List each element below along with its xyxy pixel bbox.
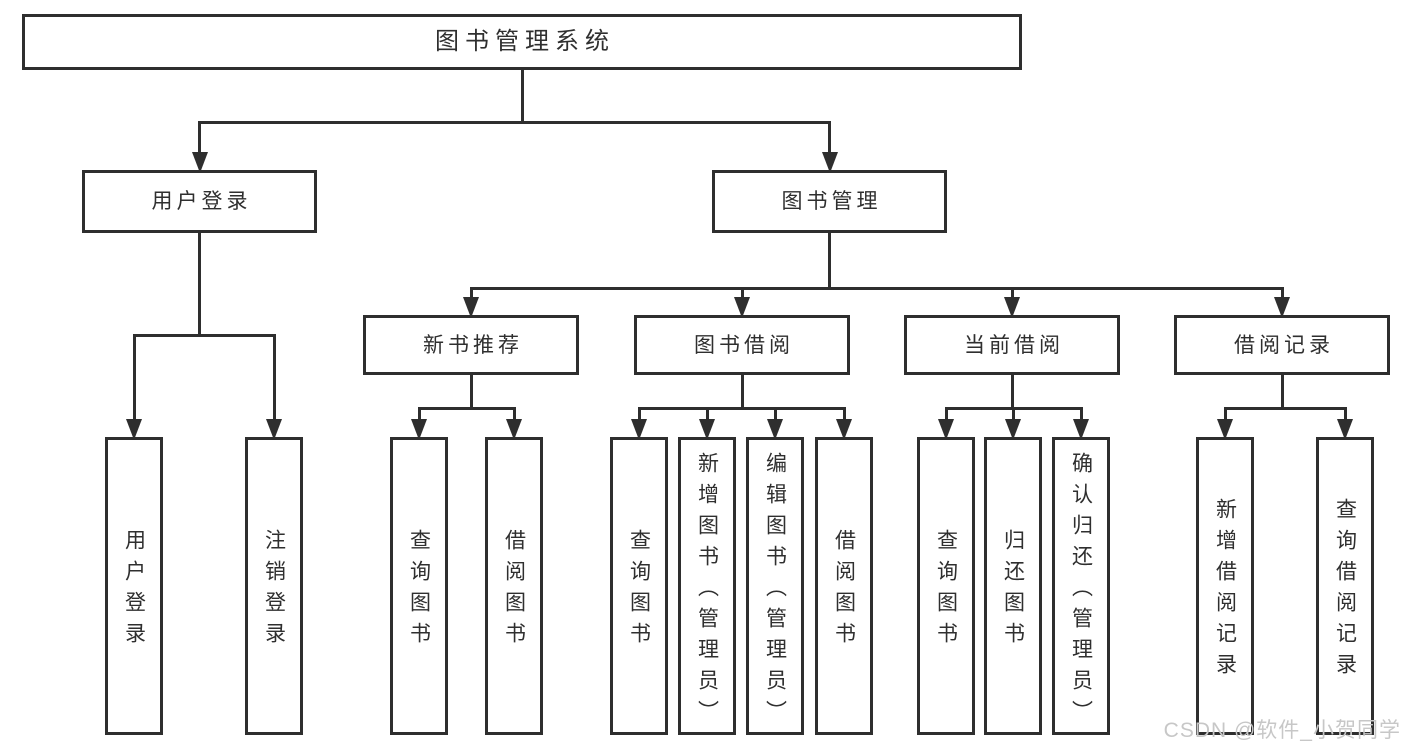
- node-a1: 用户登录: [105, 437, 163, 735]
- node-c3: 编辑图书（管理员）: [746, 437, 804, 735]
- node-d3: 确认归还（管理员）: [1052, 437, 1110, 735]
- edge-stem-records: [1280, 373, 1284, 410]
- arrow-down-icon: [836, 419, 852, 440]
- node-label-d3: 确认归还（管理员）: [1069, 451, 1093, 731]
- node-label-e1: 新增借阅记录: [1213, 498, 1237, 684]
- csdn-watermark: CSDN @软件_小贺同学: [1163, 719, 1401, 742]
- node-label-b2: 借阅图书: [502, 529, 526, 653]
- node-c2: 新增图书（管理员）: [678, 437, 736, 735]
- node-label-d1: 查询图书: [934, 529, 958, 653]
- node-rec: 新书推荐: [363, 315, 579, 375]
- node-records: 借阅记录: [1174, 315, 1390, 375]
- node-mgmt: 图书管理: [712, 170, 947, 233]
- node-label-a1: 用户登录: [122, 529, 146, 653]
- node-label-d2: 归还图书: [1001, 529, 1025, 653]
- node-label-b1: 查询图书: [407, 529, 431, 653]
- node-label-c4: 借阅图书: [832, 529, 856, 653]
- edge-drop-e1: [1223, 408, 1227, 423]
- edge-drop-c1: [637, 408, 641, 423]
- arrow-down-icon: [1073, 419, 1089, 440]
- node-root: 图书管理系统: [22, 14, 1022, 70]
- edge-drop-e2: [1343, 408, 1347, 423]
- edge-drop-records: [1280, 288, 1284, 301]
- arrow-down-icon: [463, 297, 479, 318]
- edge-drop-borrow: [740, 288, 744, 301]
- node-e1: 新增借阅记录: [1196, 437, 1254, 735]
- node-label-c3: 编辑图书（管理员）: [763, 451, 787, 731]
- edge-drop-rec: [469, 288, 473, 301]
- arrow-down-icon: [767, 419, 783, 440]
- edge-drop-b1: [417, 408, 421, 423]
- node-label-records: 借阅记录: [1234, 333, 1334, 357]
- node-label-c2: 新增图书（管理员）: [695, 451, 719, 731]
- node-e2: 查询借阅记录: [1316, 437, 1374, 735]
- edge-stem-borrow: [740, 373, 744, 410]
- arrow-down-icon: [1337, 419, 1353, 440]
- node-login: 用户登录: [82, 170, 317, 233]
- arrow-down-icon: [506, 419, 522, 440]
- arrow-down-icon: [734, 297, 750, 318]
- arrow-down-icon: [699, 419, 715, 440]
- arrow-down-icon: [1274, 297, 1290, 318]
- edge-drop-d1: [944, 408, 948, 423]
- arrow-down-icon: [938, 419, 954, 440]
- node-c1: 查询图书: [610, 437, 668, 735]
- arrow-down-icon: [1005, 419, 1021, 440]
- node-b2: 借阅图书: [485, 437, 543, 735]
- node-label-root: 图书管理系统: [435, 28, 615, 55]
- node-b1: 查询图书: [390, 437, 448, 735]
- edge-drop-d2: [1011, 408, 1015, 423]
- arrow-down-icon: [1004, 297, 1020, 318]
- edge-drop-c4: [842, 408, 846, 423]
- edge-rail-login: [132, 333, 276, 337]
- arrow-down-icon: [411, 419, 427, 440]
- arrow-down-icon: [126, 419, 142, 440]
- node-a2: 注销登录: [245, 437, 303, 735]
- node-d2: 归还图书: [984, 437, 1042, 735]
- edge-drop-current: [1010, 288, 1014, 301]
- node-borrow: 图书借阅: [634, 315, 850, 375]
- node-label-rec: 新书推荐: [423, 333, 523, 357]
- arrow-down-icon: [1217, 419, 1233, 440]
- node-label-borrow: 图书借阅: [694, 333, 794, 357]
- edge-stem-mgmt: [828, 231, 831, 290]
- edge-rail-borrow: [637, 406, 846, 410]
- edge-rail-records: [1223, 406, 1347, 410]
- node-label-mgmt: 图书管理: [781, 190, 882, 213]
- node-d1: 查询图书: [917, 437, 975, 735]
- edge-rail-rec: [417, 406, 516, 410]
- edge-drop-c3: [773, 408, 777, 423]
- node-label-current: 当前借阅: [964, 333, 1064, 357]
- arrow-down-icon: [821, 152, 838, 173]
- edge-drop-c2: [705, 408, 709, 423]
- edge-drop-login: [198, 122, 201, 156]
- node-label-c1: 查询图书: [627, 529, 651, 653]
- edge-stem-current: [1010, 373, 1014, 410]
- edge-drop-b2: [512, 408, 516, 423]
- edge-drop-a2: [272, 335, 276, 423]
- arrow-down-icon: [191, 152, 208, 173]
- edge-drop-mgmt: [828, 122, 831, 156]
- node-label-login: 用户登录: [151, 190, 252, 213]
- arrow-down-icon: [631, 419, 647, 440]
- edge-rail-mgmt: [469, 286, 1284, 290]
- edge-stem-root: [520, 68, 524, 124]
- edge-rail-root: [198, 120, 831, 124]
- edge-drop-d3: [1079, 408, 1083, 423]
- edge-drop-a1: [132, 335, 136, 423]
- edge-stem-login: [198, 231, 201, 337]
- node-c4: 借阅图书: [815, 437, 873, 735]
- node-label-e2: 查询借阅记录: [1333, 498, 1357, 684]
- node-label-a2: 注销登录: [262, 529, 286, 653]
- edge-stem-rec: [469, 373, 473, 410]
- arrow-down-icon: [266, 419, 282, 440]
- node-current: 当前借阅: [904, 315, 1120, 375]
